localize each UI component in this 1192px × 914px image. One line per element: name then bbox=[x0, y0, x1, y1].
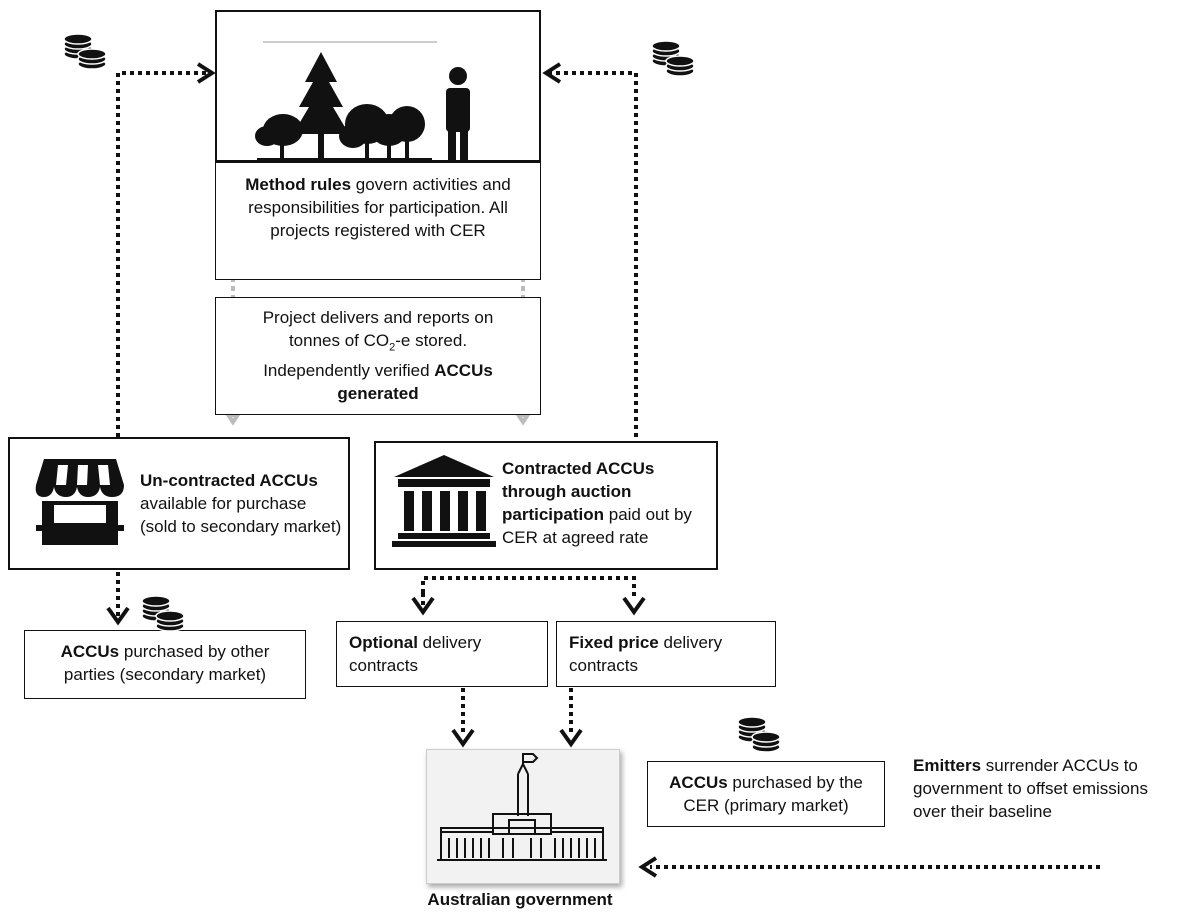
contracted-accus-box: Contracted ACCUs through auction partici… bbox=[374, 441, 718, 570]
arrowhead-fixed bbox=[622, 596, 646, 616]
right-loop-connector bbox=[548, 71, 638, 437]
arrowhead-left-loop bbox=[196, 62, 216, 84]
primary-market-box: ACCUs purchased by the CER (primary mark… bbox=[647, 761, 885, 827]
left-loop-connector bbox=[116, 71, 210, 437]
method-rules-box: Method rules govern activities and respo… bbox=[215, 162, 541, 280]
arrowhead-emitters bbox=[638, 856, 658, 878]
method-rules-text: govern activities and responsibilities f… bbox=[248, 175, 511, 240]
project-delivery-box: Project delivers and reports on tonnes o… bbox=[215, 297, 541, 415]
arrowhead-secondary bbox=[106, 606, 130, 626]
parliament-house-icon bbox=[437, 753, 607, 861]
delivery-line-1: Project delivers and reports on bbox=[262, 308, 494, 327]
trees-and-person-illustration bbox=[255, 41, 470, 160]
arrowhead-opt-gov bbox=[451, 728, 475, 748]
government-building-icon bbox=[392, 455, 496, 547]
arrowhead-optional bbox=[411, 596, 435, 616]
coins-icon bbox=[737, 716, 781, 753]
contracted-split-connector bbox=[421, 576, 636, 600]
project-image-box bbox=[215, 10, 541, 162]
pine-tree-icon bbox=[293, 52, 349, 160]
contracted-text: Contracted ACCUs through auction partici… bbox=[502, 459, 692, 547]
person-icon bbox=[446, 67, 470, 160]
delivery-line-3: Independently verified ACCUs generated bbox=[263, 361, 493, 404]
arrowhead-fixed-gov bbox=[559, 728, 583, 748]
parliament-house-frame bbox=[426, 749, 620, 884]
arrowhead-right-loop bbox=[542, 62, 562, 84]
government-label: Australian government bbox=[427, 890, 613, 909]
uncontracted-accus-box: Un-contracted ACCUs available for purcha… bbox=[8, 437, 350, 570]
emitters-text: Emitters surrender ACCUs to government t… bbox=[913, 756, 1148, 821]
method-rules-bold: Method rules bbox=[245, 175, 352, 194]
coins-icon bbox=[651, 40, 695, 77]
coins-icon bbox=[141, 595, 185, 632]
delivery-line-2: tonnes of CO2-e stored. bbox=[288, 331, 468, 354]
optional-delivery-box: Optional delivery contracts bbox=[336, 621, 548, 687]
uncontracted-text: Un-contracted ACCUs available for purcha… bbox=[140, 471, 342, 536]
shop-icon bbox=[35, 459, 124, 545]
fixed-price-box: Fixed price delivery contracts bbox=[556, 621, 776, 687]
coins-icon bbox=[63, 33, 107, 70]
secondary-market-box: ACCUs purchased by other parties (second… bbox=[24, 630, 306, 699]
tree-canopy-icon bbox=[255, 104, 425, 160]
